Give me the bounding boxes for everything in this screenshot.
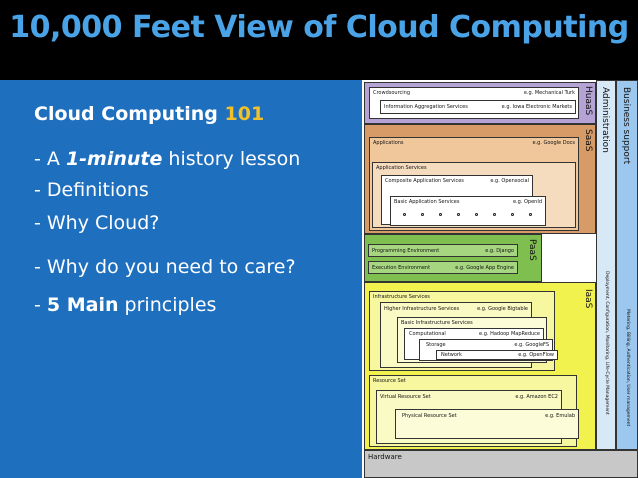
- bullet-history-em: 1-minute: [65, 148, 163, 170]
- saas-label: SaaS: [583, 129, 593, 152]
- crowdsourcing-box: Crowdsourcing e.g. Mechanical Turk Infor…: [369, 87, 579, 119]
- composite-services-label: Composite Application Services: [385, 178, 464, 184]
- info-aggregation-example: e.g. Iowa Electronic Markets: [501, 104, 572, 110]
- higher-infrastructure-example: e.g. Google Bigtable: [477, 306, 528, 312]
- virtual-resource-set-label: Virtual Resource Set: [380, 394, 431, 400]
- basic-infrastructure-box: Basic Infrastructure Services Computatio…: [397, 317, 558, 363]
- heading-number: 101: [224, 103, 265, 125]
- infrastructure-services-label: Infrastructure Services: [373, 294, 430, 300]
- execution-environment-box: Execution Environment e.g. Google App En…: [368, 261, 518, 274]
- service-node: [439, 213, 442, 216]
- basic-infrastructure-label: Basic Infrastructure Services: [401, 320, 473, 326]
- iaas-layer: IaaS Infrastructure Services Higher Infr…: [364, 282, 596, 450]
- service-node: [421, 213, 424, 216]
- service-node: [475, 213, 478, 216]
- slide-title: 10,000 Feet View of Cloud Computing: [9, 10, 629, 45]
- basic-app-services-box: Basic Application Services e.g. OpenId: [390, 196, 546, 226]
- bullet-history-b: history lesson: [162, 148, 301, 170]
- network-box: Network e.g. OpenFlow: [436, 350, 558, 360]
- bullet-definitions: - Definitions: [34, 179, 149, 201]
- application-services-box: Application Services Composite Applicati…: [372, 162, 576, 228]
- business-support-detail: Metering, Billing, Authentication, User …: [625, 309, 630, 427]
- virtual-resource-set-box: Virtual Resource Set e.g. Amazon EC2 Phy…: [376, 390, 579, 444]
- bullet-principles-strong: 5 Main: [46, 294, 119, 316]
- storage-label: Storage: [426, 342, 446, 348]
- resource-set-box: Resource Set Virtual Resource Set e.g. A…: [369, 375, 579, 447]
- execution-environment-label: Execution Environment: [372, 265, 431, 271]
- bullet-why-cloud: - Why Cloud?: [34, 212, 160, 234]
- bullet-principles-a: -: [34, 294, 47, 316]
- cloud-stack-diagram: Administration Deployment, Configuration…: [362, 80, 638, 478]
- service-node: [493, 213, 496, 216]
- paas-label: PaaS: [527, 239, 537, 261]
- hardware-layer: Hardware: [364, 450, 638, 478]
- bullet-history: - A 1-minute history lesson: [34, 148, 300, 170]
- bullet-history-a: - A: [34, 148, 66, 170]
- physical-resource-set-box: Physical Resource Set e.g. Emulab: [395, 409, 579, 439]
- content-panel: [0, 80, 362, 478]
- programming-environment-example: e.g. Django: [485, 248, 514, 254]
- composite-services-example: e.g. Opensocial: [490, 178, 529, 184]
- computational-label: Computational: [409, 331, 446, 337]
- iaas-label: IaaS: [583, 289, 593, 309]
- resource-set-label: Resource Set: [373, 378, 406, 384]
- computational-example: e.g. Hadoop MapReduce: [479, 331, 540, 337]
- virtual-resource-set-example: e.g. Amazon EC2: [515, 394, 558, 400]
- service-node: [511, 213, 514, 216]
- hardware-label: Hardware: [368, 453, 402, 461]
- administration-column: Administration Deployment, Configuration…: [596, 80, 616, 450]
- applications-label: Applications: [373, 140, 404, 146]
- title-bar: [0, 0, 638, 80]
- bullet-why-care: - Why do you need to care?: [34, 256, 296, 278]
- application-services-label: Application Services: [376, 165, 427, 171]
- composite-services-box: Composite Application Services e.g. Open…: [381, 175, 546, 226]
- programming-environment-label: Programming Environment: [372, 248, 440, 254]
- administration-detail: Deployment, Configuration, Monitoring, L…: [604, 271, 609, 415]
- service-node: [403, 213, 406, 216]
- infrastructure-services-box: Infrastructure Services Higher Infrastru…: [369, 291, 558, 371]
- paas-layer: PaaS Programming Environment e.g. Django…: [364, 234, 542, 282]
- basic-app-services-label: Basic Application Services: [394, 199, 460, 205]
- business-support-column: Business support Metering, Billing, Auth…: [616, 80, 638, 450]
- applications-box: Applications e.g. Google Docs Applicatio…: [369, 137, 579, 231]
- administration-label: Administration: [600, 87, 610, 153]
- info-aggregation-box: Information Aggregation Services e.g. Io…: [380, 100, 576, 114]
- programming-environment-box: Programming Environment e.g. Django: [368, 244, 518, 257]
- content-heading: Cloud Computing 101: [34, 103, 264, 125]
- crowdsourcing-example: e.g. Mechanical Turk: [523, 90, 575, 96]
- business-support-label: Business support: [621, 87, 631, 165]
- network-example: e.g. OpenFlow: [518, 352, 554, 358]
- service-node: [457, 213, 460, 216]
- higher-infrastructure-label: Higher Infrastructure Services: [384, 306, 460, 312]
- service-node: [529, 213, 532, 216]
- basic-app-services-example: e.g. OpenId: [512, 199, 542, 205]
- saas-layer: SaaS Applications e.g. Google Docs Appli…: [364, 124, 596, 234]
- huaas-label: HuaaS: [583, 86, 593, 116]
- heading-text: Cloud Computing: [34, 103, 225, 125]
- applications-example: e.g. Google Docs: [532, 140, 575, 146]
- higher-infrastructure-box: Higher Infrastructure Services e.g. Goog…: [380, 302, 558, 368]
- computational-box: Computational e.g. Hadoop MapReduce Stor…: [404, 328, 558, 361]
- physical-resource-set-label: Physical Resource Set: [402, 413, 457, 419]
- huaas-layer: HuaaS Crowdsourcing e.g. Mechanical Turk…: [364, 82, 596, 124]
- storage-box: Storage e.g. GoogleFS Network e.g. OpenF…: [419, 339, 558, 361]
- info-aggregation-label: Information Aggregation Services: [384, 104, 468, 110]
- network-label: Network: [441, 352, 462, 358]
- execution-environment-example: e.g. Google App Engine: [455, 265, 514, 271]
- physical-resource-set-example: e.g. Emulab: [545, 413, 575, 419]
- crowdsourcing-label: Crowdsourcing: [373, 90, 411, 96]
- bullet-principles: - 5 Main principles: [34, 294, 216, 316]
- bullet-principles-b: principles: [118, 294, 217, 316]
- storage-example: e.g. GoogleFS: [514, 342, 549, 348]
